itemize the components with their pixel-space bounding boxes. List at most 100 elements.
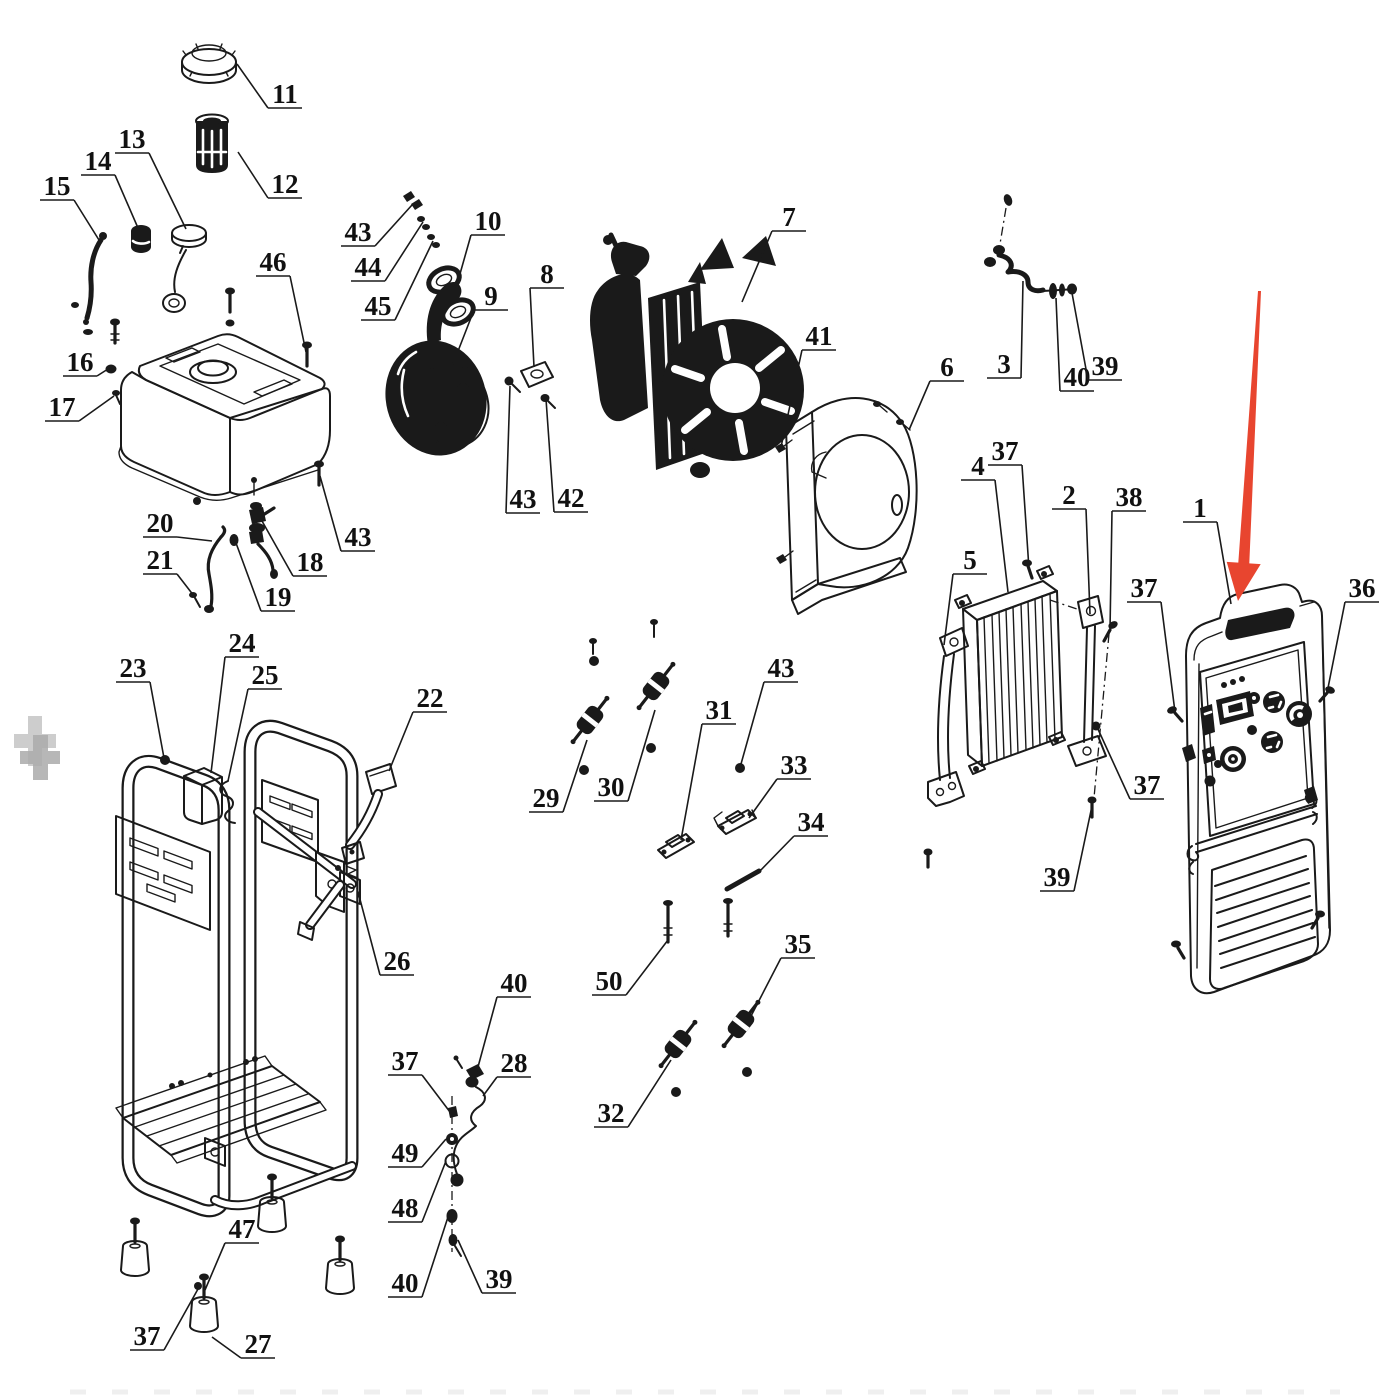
callout-23-nut: 23 bbox=[116, 653, 165, 759]
callout-3-wire-harness: 3 bbox=[987, 280, 1024, 379]
frame-drawing bbox=[115, 719, 361, 1218]
callout-12-fuel-filter: 12 bbox=[237, 151, 302, 199]
svg-text:7: 7 bbox=[782, 202, 796, 232]
svg-text:19: 19 bbox=[265, 582, 292, 612]
red-arrow bbox=[1226, 291, 1261, 601]
callout-9-recoil-starter: 9 bbox=[445, 281, 508, 383]
callout-19-grommet: 19 bbox=[235, 542, 295, 612]
svg-text:35: 35 bbox=[785, 929, 812, 959]
svg-text:39: 39 bbox=[1092, 351, 1119, 381]
callout-4-inverter-module: 4 bbox=[961, 451, 1009, 593]
svg-text:6: 6 bbox=[940, 352, 954, 382]
callout-34-pin: 34 bbox=[756, 807, 828, 875]
svg-text:37: 37 bbox=[992, 436, 1019, 466]
inverter-module-drawing bbox=[954, 559, 1066, 775]
callout-42-nut: 42 bbox=[545, 398, 588, 513]
callout-39-bolt: 39 bbox=[457, 1239, 516, 1294]
callout-13-fuel-gauge: 13 bbox=[115, 124, 187, 230]
callout-21-bolt: 21 bbox=[143, 545, 195, 597]
svg-text:48: 48 bbox=[392, 1193, 419, 1223]
callout-25-clip: 25 bbox=[227, 660, 282, 782]
svg-text:23: 23 bbox=[120, 653, 147, 683]
callout-37-bolt: 37 bbox=[988, 436, 1030, 570]
svg-text:16: 16 bbox=[67, 347, 94, 377]
callout-43-bolt: 43 bbox=[319, 475, 375, 552]
callout-10-air-guide-ring: 10 bbox=[455, 206, 505, 289]
fan-housing-drawing bbox=[775, 397, 918, 615]
callout-43-nut: 43 bbox=[740, 653, 798, 765]
callout-7-engine: 7 bbox=[741, 202, 806, 303]
svg-text:37: 37 bbox=[1134, 770, 1161, 800]
svg-text:28: 28 bbox=[501, 1048, 528, 1078]
callout-5-mount-bracket: 5 bbox=[943, 545, 987, 646]
callout-33-bracket: 33 bbox=[748, 750, 811, 819]
svg-text:43: 43 bbox=[345, 217, 372, 247]
svg-text:21: 21 bbox=[147, 545, 174, 575]
callout-40-bolt: 40 bbox=[388, 1216, 449, 1298]
svg-text:47: 47 bbox=[229, 1214, 256, 1244]
callout-48-ring: 48 bbox=[388, 1160, 447, 1223]
callout-17-fuel-tank: 17 bbox=[45, 392, 115, 422]
svg-text:49: 49 bbox=[392, 1138, 419, 1168]
svg-text:37: 37 bbox=[134, 1321, 161, 1351]
mount-bracket-left-drawing bbox=[923, 627, 969, 869]
bolt-washer-set-drawing bbox=[403, 191, 440, 248]
callout-15-fuel-hose: 15 bbox=[40, 171, 100, 241]
callout-16-nut: 16 bbox=[63, 347, 109, 377]
svg-text:50: 50 bbox=[596, 966, 623, 996]
fuel-tank-drawing bbox=[118, 287, 331, 505]
callout-24-box: 24 bbox=[210, 628, 259, 774]
callout-6-fan-housing: 6 bbox=[908, 352, 964, 431]
callout-35-rubber-mount: 35 bbox=[749, 929, 815, 1019]
callout-50-bolt: 50 bbox=[592, 939, 669, 996]
svg-text:40: 40 bbox=[1064, 362, 1091, 392]
fuel-filter-drawing bbox=[195, 113, 229, 173]
fuel-valve-drawing bbox=[249, 477, 278, 579]
callout-37-bolt: 37 bbox=[1127, 573, 1176, 713]
svg-text:43: 43 bbox=[345, 522, 372, 552]
callout-26-frame-bracket: 26 bbox=[356, 887, 414, 976]
callout-37-bolt: 37 bbox=[388, 1046, 451, 1113]
callout-30-rubber-mount: 30 bbox=[594, 709, 656, 802]
svg-text:24: 24 bbox=[229, 628, 256, 658]
callout-41-bolt: 41 bbox=[780, 321, 836, 448]
svg-text:8: 8 bbox=[540, 259, 554, 289]
handle-drawing bbox=[341, 763, 397, 879]
svg-text:37: 37 bbox=[392, 1046, 419, 1076]
callout-20-support-rod: 20 bbox=[143, 508, 213, 542]
svg-text:4: 4 bbox=[971, 451, 985, 481]
callout-1-front-panel: 1 bbox=[1183, 493, 1232, 605]
svg-text:27: 27 bbox=[245, 1329, 272, 1359]
svg-text:33: 33 bbox=[781, 750, 808, 780]
svg-text:40: 40 bbox=[501, 968, 528, 998]
svg-text:43: 43 bbox=[510, 484, 537, 514]
svg-text:2: 2 bbox=[1062, 480, 1076, 510]
callout-43-bolt: 43 bbox=[341, 204, 413, 247]
callout-37-nut: 37 bbox=[130, 1288, 199, 1351]
callout-46-bolt: 46 bbox=[256, 247, 307, 353]
rubber-feet-drawing bbox=[120, 1173, 355, 1333]
callout-31-bracket: 31 bbox=[680, 695, 736, 841]
svg-text:34: 34 bbox=[798, 807, 825, 837]
callout-47-bolt: 47 bbox=[204, 1214, 259, 1291]
fuel-tank-cap-drawing bbox=[181, 43, 237, 84]
callout-18-fuel-valve: 18 bbox=[261, 520, 327, 577]
fuel-gauge-drawing bbox=[162, 224, 207, 313]
callout-29-rubber-mount: 29 bbox=[529, 739, 588, 813]
svg-text:3: 3 bbox=[997, 349, 1011, 379]
svg-text:22: 22 bbox=[417, 683, 444, 713]
small-bracket-drawing bbox=[504, 361, 556, 409]
callout-27-rubber-foot: 27 bbox=[211, 1329, 275, 1359]
svg-text:38: 38 bbox=[1116, 482, 1143, 512]
callout-40-washer: 40 bbox=[474, 968, 531, 1079]
svg-text:18: 18 bbox=[297, 547, 324, 577]
hardware-column-drawing bbox=[444, 1096, 462, 1257]
svg-text:25: 25 bbox=[252, 660, 279, 690]
box-drawing bbox=[160, 755, 223, 825]
clamp-brackets-drawing bbox=[657, 763, 762, 892]
svg-text:14: 14 bbox=[85, 146, 112, 176]
svg-text:43: 43 bbox=[768, 653, 795, 683]
front-panel-drawing bbox=[1167, 583, 1335, 995]
